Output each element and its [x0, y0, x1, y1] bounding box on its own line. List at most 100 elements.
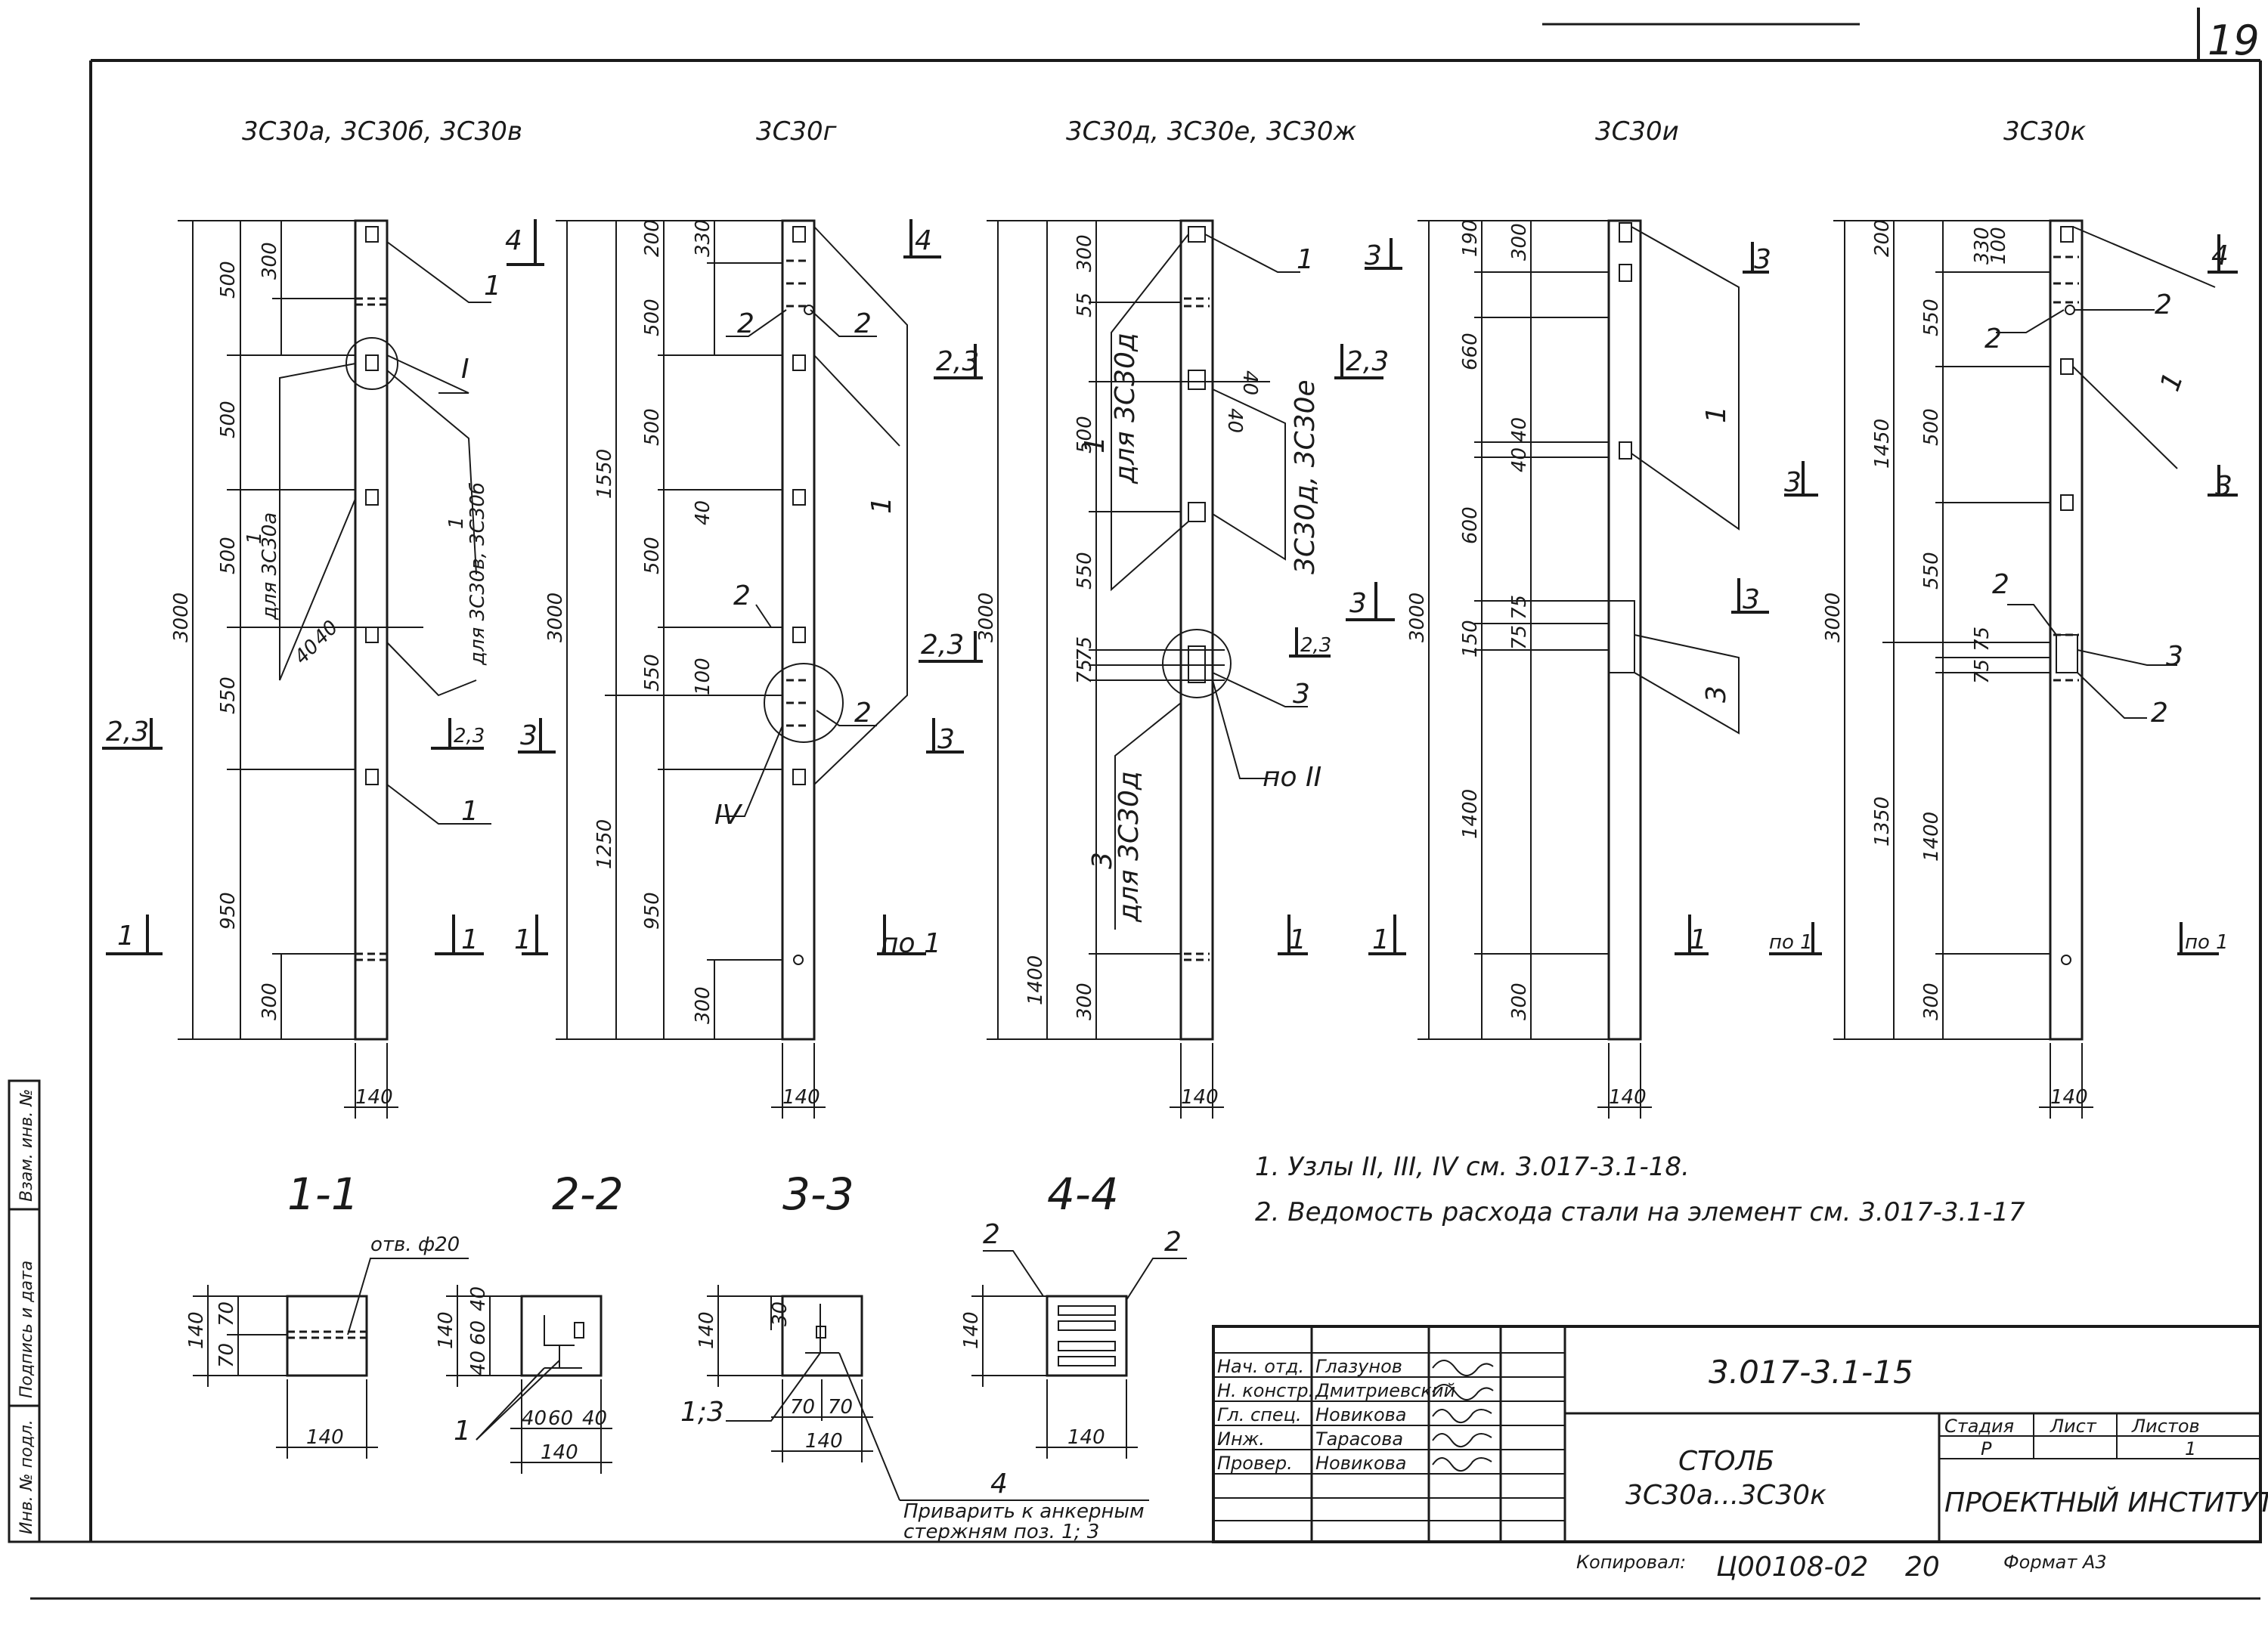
leader-3: 3 — [1701, 686, 1732, 703]
dim: 500 — [1920, 408, 1943, 446]
section-marker: 2,3 — [921, 630, 964, 661]
elevation-3: 3000 1400 300 55 500 550 75 75 300 40 40… — [975, 219, 1406, 1119]
dim: 140 — [541, 1441, 578, 1464]
dim: 300 — [1508, 983, 1531, 1020]
section-marker: 3 — [1743, 584, 1760, 615]
leader-1: 1 — [454, 1416, 471, 1447]
dim: 60 — [548, 1407, 573, 1430]
tb-role: Провер. — [1217, 1453, 1293, 1474]
dim: 70 — [215, 1301, 238, 1326]
leader-3: 3 — [1293, 679, 1310, 710]
dim: 190 — [1459, 219, 1482, 257]
section-1-1: отв. ф20 140 70 70 140 — [185, 1233, 469, 1459]
dim: 1350 — [1871, 797, 1894, 846]
dim: 40 — [1223, 408, 1246, 433]
section-4-4: 140 140 2 2 — [960, 1219, 1187, 1459]
section-marker: 2,3 — [936, 346, 979, 377]
section-3-3: 140 30 70 70 140 1;3 — [680, 1285, 900, 1501]
dim: 1250 — [593, 819, 616, 869]
dim: 500 — [641, 408, 664, 446]
elevation-2: 3000 1550 1250 200 500 500 500 550 950 3… — [518, 219, 983, 1119]
dim-width: 140 — [782, 1086, 820, 1109]
section-marker: 2,3 — [106, 716, 149, 747]
dim: 140 — [805, 1430, 843, 1453]
dim: 40 — [467, 1286, 490, 1311]
dim: 140 — [185, 1311, 208, 1349]
leader-2: 2 — [854, 698, 872, 729]
section-marker: 4 — [915, 225, 932, 256]
leader-2: 2 — [1164, 1227, 1182, 1258]
elevation-5-header: 3С30к — [2003, 116, 2087, 147]
dim: 75 — [1074, 659, 1096, 684]
leader-2: 2 — [733, 580, 751, 611]
note-2: 2. Ведомость расхода стали на элемент см… — [1255, 1197, 2025, 1227]
section-marker: 2,3 — [1300, 634, 1331, 657]
leader-2: 2 — [1992, 569, 2009, 600]
weld-note-line2: стержням поз. 1; 3 — [903, 1521, 1099, 1543]
elevation-5: 3000 200 1450 1350 550 500 550 1400 300 … — [1784, 219, 2238, 1119]
dim: 1400 — [1459, 789, 1482, 839]
leader-for-bv: для 3С30в, 3С30б — [466, 482, 489, 666]
elevation-4-header: 3С30и — [1595, 116, 1679, 147]
weld-note-number: 4 — [990, 1469, 1008, 1499]
leader-1: 1 — [1297, 244, 1314, 275]
dim: 200 — [641, 219, 664, 257]
dim: 40 — [582, 1407, 607, 1430]
dim-total: 3000 — [975, 593, 998, 642]
dim: 40 — [467, 1351, 490, 1376]
institute-name: ПРОЕКТНЫЙ ИНСТИТУТ N2 — [1944, 1487, 2268, 1518]
leader-2: 2 — [2155, 289, 2172, 320]
tb-role: Гл. спец. — [1217, 1404, 1302, 1425]
leader-for-a: для 3С30а — [259, 512, 281, 621]
dim: 60 — [467, 1320, 490, 1345]
dim: 140 — [435, 1311, 457, 1349]
signature-3 — [1432, 1409, 1492, 1423]
sheets-value: 1 — [2185, 1438, 2196, 1459]
dim: 300 — [259, 983, 281, 1020]
leader-de: 3С30д, 3С30е — [1290, 379, 1321, 574]
dim: 140 — [306, 1426, 344, 1449]
stage-header: Стадия — [1944, 1416, 2014, 1437]
dim: 550 — [217, 676, 240, 714]
dim: 40 — [522, 1407, 547, 1430]
dim: 1400 — [1920, 812, 1943, 862]
leader-for-d: для 3С30д — [1110, 333, 1141, 484]
signature-4 — [1432, 1433, 1492, 1447]
stamp-inv: Инв. № подл. — [17, 1419, 36, 1534]
section-marker: 3 — [520, 720, 538, 751]
sheet-header: Лист — [2050, 1416, 2097, 1437]
stamp-sign: Подпись и дата — [17, 1261, 36, 1398]
dim: 40 — [1238, 370, 1261, 395]
weld-note: 4 Приварить к анкерным стержням поз. 1; … — [900, 1469, 1149, 1543]
dim: 75 — [1971, 659, 1994, 684]
section-2-label: 2-2 — [552, 1168, 624, 1220]
tb-role: Н. констр. — [1217, 1380, 1314, 1401]
dim: 100 — [692, 658, 714, 695]
section-marker: 1 — [1289, 924, 1306, 955]
dim: 70 — [828, 1396, 853, 1419]
note-1: 1. Узлы II, III, IV см. 3.017-3.1-18. — [1255, 1152, 1690, 1182]
dim: 70 — [215, 1343, 238, 1368]
section-marker: по 1 — [2185, 931, 2229, 954]
sheet-frame: 19 — [23, 8, 2262, 1600]
leader-3: 3 — [1087, 852, 1118, 869]
section-marker: 1 — [117, 921, 135, 952]
dim-total: 3000 — [1406, 593, 1429, 642]
elevation-4: 3000 190 660 600 150 1400 300 40 40 75 7… — [1406, 219, 1822, 1119]
dim: 550 — [1074, 552, 1096, 590]
leader-for-d: для 3С30д — [1114, 771, 1145, 923]
dim-width: 140 — [1181, 1086, 1219, 1109]
dim: 75 — [1971, 627, 1994, 651]
dim: 75 — [1508, 595, 1531, 620]
dim: 550 — [641, 654, 664, 692]
dim: 1550 — [593, 449, 616, 499]
copy-number: 20 — [1905, 1552, 1940, 1583]
dim: 500 — [217, 401, 240, 438]
doc-title-1: СТОЛБ — [1678, 1446, 1774, 1477]
dim-total: 3000 — [544, 593, 567, 642]
dim: 330 — [1971, 227, 1994, 265]
dim-width: 140 — [1609, 1086, 1647, 1109]
leader-3: 3 — [2166, 641, 2183, 672]
dim: 1450 — [1871, 419, 1894, 469]
leader-1: 1 — [2155, 369, 2189, 396]
